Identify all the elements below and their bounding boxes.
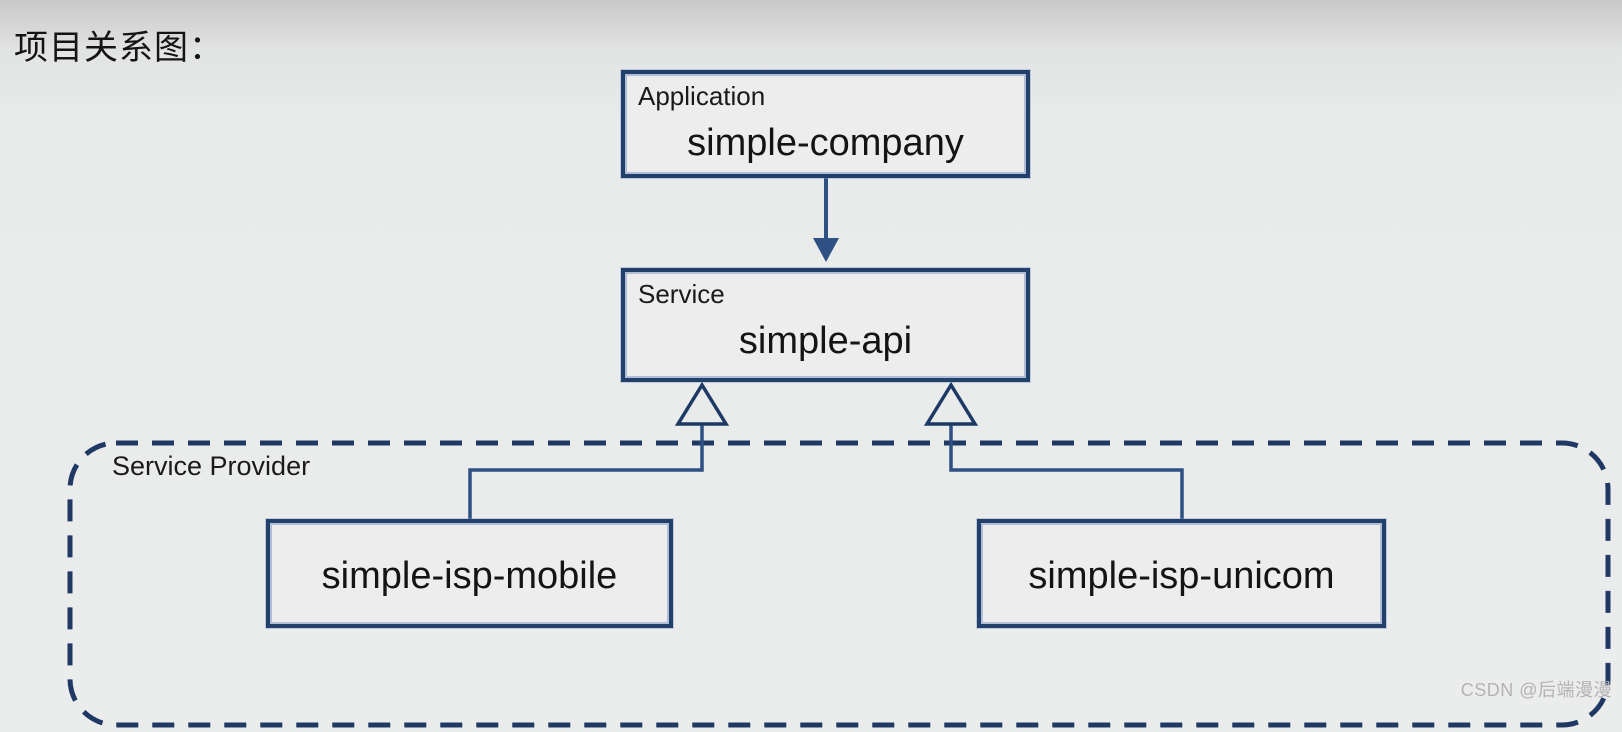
node-application-name: simple-company — [687, 122, 964, 164]
node-simple-isp-unicom[interactable]: simple-isp-unicom — [977, 519, 1386, 628]
node-service-name: simple-api — [738, 320, 913, 362]
service-provider-label: Service Provider — [112, 451, 311, 481]
node-application[interactable]: Application simple-company — [621, 70, 1030, 178]
node-mobile-name: simple-isp-mobile — [321, 554, 618, 597]
node-service-type-label: Service — [638, 279, 725, 309]
csdn-watermark: CSDN @后端漫漫 — [1460, 680, 1612, 700]
node-simple-isp-mobile[interactable]: simple-isp-mobile — [266, 519, 673, 628]
node-application-type-label: Application — [638, 81, 766, 111]
page-title: 项目关系图： — [14, 29, 224, 67]
node-service[interactable]: Service simple-api — [621, 268, 1030, 382]
hollow-triangle-icon-left — [674, 381, 730, 426]
arrow-head-down-icon — [813, 238, 839, 262]
hollow-triangle-icon-right — [923, 381, 979, 426]
service-provider-group-border — [67, 440, 1611, 728]
connector-mobile-to-api — [468, 424, 704, 519]
node-unicom-name: simple-isp-unicom — [1028, 554, 1335, 597]
connector-unicom-to-api — [949, 424, 1184, 519]
